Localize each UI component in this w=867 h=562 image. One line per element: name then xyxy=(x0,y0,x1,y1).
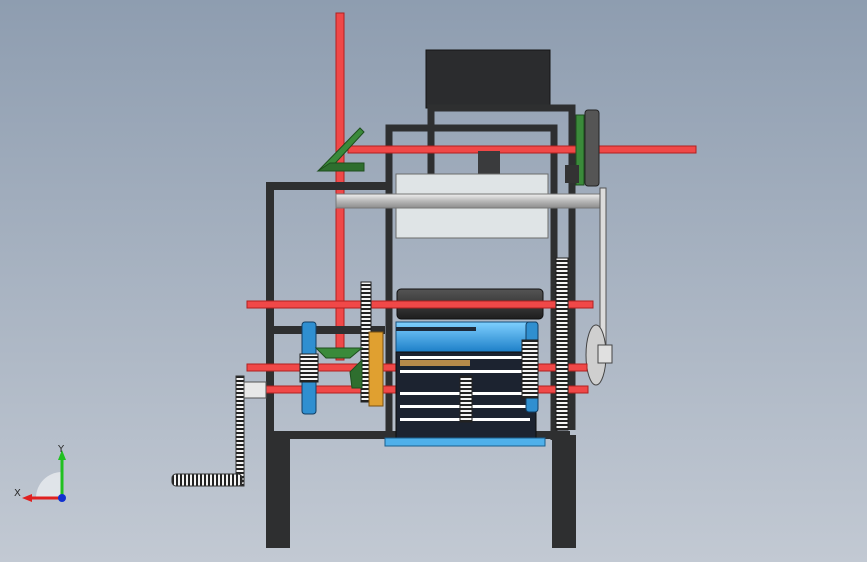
left-leg xyxy=(266,435,290,548)
middle-small-gear[interactable] xyxy=(459,375,473,423)
inner-frame[interactable] xyxy=(385,104,576,440)
right-leg xyxy=(552,435,576,548)
x-axis-label: X xyxy=(14,488,21,499)
hand-crank[interactable] xyxy=(171,375,267,487)
orange-gear[interactable] xyxy=(368,331,384,407)
middle-shaft-upper[interactable] xyxy=(246,300,594,309)
bevel-gear-upper[interactable] xyxy=(316,127,365,172)
motor-block[interactable] xyxy=(425,49,551,109)
coupling-block xyxy=(478,151,500,174)
y-axis-label: Y xyxy=(57,444,65,455)
bevel-gear-lower[interactable] xyxy=(314,347,364,389)
bottom-blue-plate xyxy=(384,437,546,447)
upper-shaft[interactable] xyxy=(347,145,697,154)
blue-drum[interactable] xyxy=(395,321,537,353)
x-axis-head xyxy=(22,494,32,502)
right-tall-gear[interactable] xyxy=(555,257,569,431)
right-small-gear[interactable] xyxy=(521,339,539,399)
left-small-gear[interactable] xyxy=(299,353,319,383)
axis-triad: Y X xyxy=(14,444,66,502)
drum-band-1 xyxy=(396,327,476,331)
right-pulley-assembly[interactable] xyxy=(565,109,613,386)
y-axis-head xyxy=(58,450,66,460)
bronze-band xyxy=(400,360,470,366)
triad-plane-shade xyxy=(36,472,62,498)
main-grey-shaft[interactable] xyxy=(335,193,607,209)
z-axis-dot xyxy=(58,494,66,502)
